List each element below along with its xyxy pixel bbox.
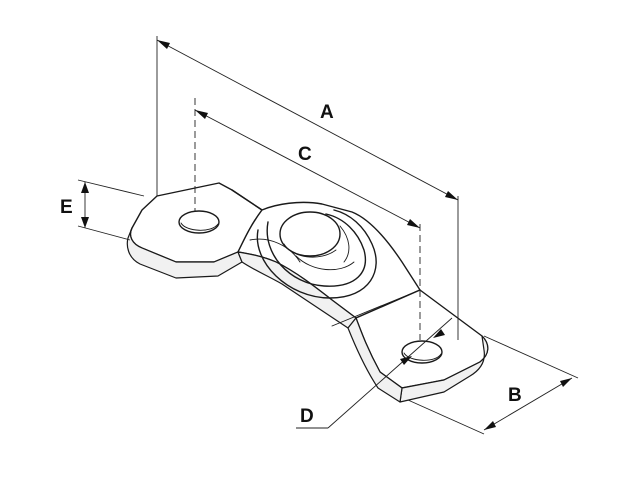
dim-b-arrow-top — [560, 378, 572, 387]
dim-a-label: A — [320, 102, 334, 123]
left-mounting-hole — [178, 210, 220, 234]
right-mounting-hole — [401, 340, 443, 364]
dimension-d: D — [296, 317, 453, 429]
dim-e-label: E — [60, 197, 73, 218]
bracket-part — [126, 182, 489, 403]
dimension-c: C — [194, 98, 421, 340]
dim-c-label: C — [298, 144, 312, 165]
dim-e-arrow-bottom — [81, 217, 89, 228]
bridge-right-lower-edge — [347, 317, 403, 403]
bridge-crease-left — [231, 189, 263, 211]
dim-a-arrow-left — [157, 40, 170, 49]
dim-d-arrow-upper — [433, 329, 445, 338]
dim-a-arrow-right — [445, 191, 458, 200]
dimension-b: B — [407, 335, 579, 435]
dimension-e: E — [60, 179, 145, 241]
dim-b-label: B — [508, 385, 522, 406]
dim-e-arrow-top — [81, 182, 89, 193]
dim-c-arrow-right — [407, 219, 420, 228]
dome-emboss — [249, 209, 377, 299]
right-pad-front-edge — [399, 335, 489, 403]
dim-d-line — [327, 317, 453, 429]
dim-d-arrow-lower — [400, 356, 412, 365]
dim-d-label: D — [300, 406, 314, 427]
dim-e-extension-bottom — [77, 225, 131, 241]
dome-ball — [279, 211, 341, 257]
dimension-a: A — [156, 36, 459, 340]
dim-c-arrow-left — [195, 110, 208, 119]
dim-b-arrow-bottom — [484, 421, 496, 430]
dim-e-extension-top — [77, 179, 145, 197]
dim-b-extension-top — [483, 335, 579, 379]
dim-b-extension-bottom — [407, 399, 485, 435]
dim-b-line — [483, 377, 573, 431]
dim-c-line — [194, 109, 421, 229]
dim-a-line — [156, 39, 459, 201]
bridge-crease-lower — [331, 289, 421, 327]
